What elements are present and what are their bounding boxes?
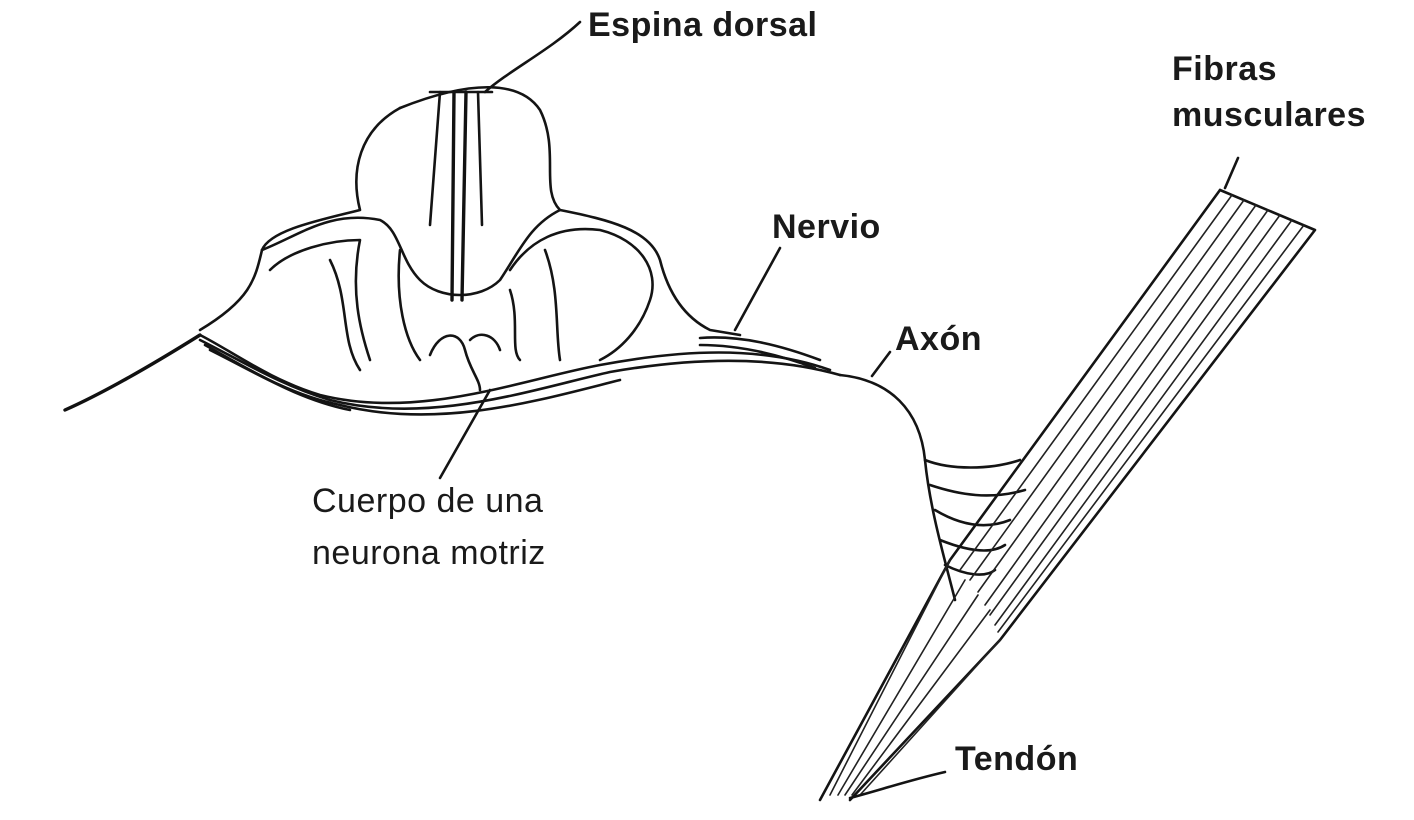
label-fibras-musculares-line1: Fibras bbox=[1172, 50, 1277, 88]
label-espina-dorsal: Espina dorsal bbox=[588, 6, 817, 44]
spinal-cord bbox=[200, 87, 740, 390]
leader-nervio bbox=[735, 248, 780, 330]
leader-lines bbox=[440, 22, 1238, 798]
muscle-fibers bbox=[820, 190, 1315, 800]
label-fibras-musculares-line2: musculares bbox=[1172, 96, 1366, 134]
label-cuerpo-neurona-line2: neurona motriz bbox=[312, 534, 546, 572]
leader-espina bbox=[485, 22, 580, 92]
leader-axon bbox=[872, 352, 890, 376]
label-nervio: Nervio bbox=[772, 208, 881, 246]
leader-fibras bbox=[1225, 158, 1238, 188]
label-tendon: Tendón bbox=[955, 740, 1078, 778]
label-cuerpo-neurona-line1: Cuerpo de una bbox=[312, 482, 543, 520]
label-axon: Axón bbox=[895, 320, 982, 358]
